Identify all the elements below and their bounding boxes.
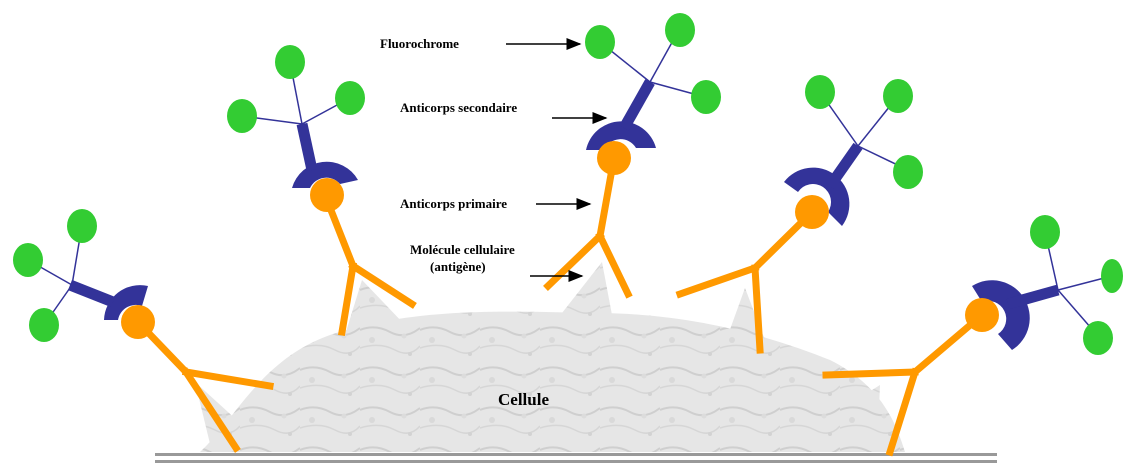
antigen xyxy=(840,385,880,432)
primary-antibody-head xyxy=(121,305,155,339)
fluorochrome xyxy=(13,209,97,342)
label-antigen-line1: Molécule cellulaire xyxy=(410,242,515,257)
primary-antibody xyxy=(543,153,633,299)
slide xyxy=(155,453,997,463)
fluorochrome xyxy=(1030,215,1123,355)
antigen xyxy=(345,280,405,335)
secondary-antibody xyxy=(784,142,863,226)
fluorochrome-arms xyxy=(1044,231,1113,337)
secondary-antibody xyxy=(972,280,1060,350)
antibody-complex xyxy=(543,13,721,299)
fluorochrome xyxy=(805,75,923,189)
cell xyxy=(195,262,905,452)
antibody-complex xyxy=(227,45,417,337)
annotations: Fluorochrome Anticorps secondaire Antico… xyxy=(380,36,608,409)
label-cell: Cellule xyxy=(498,390,549,409)
fluorochrome xyxy=(585,13,721,114)
label-fluorochrome: Fluorochrome xyxy=(380,36,459,51)
antigen xyxy=(562,262,612,315)
fluorochrome xyxy=(227,45,365,133)
antigen xyxy=(195,382,250,452)
secondary-antibody xyxy=(67,279,148,320)
cell-body xyxy=(200,311,905,452)
secondary-antibody xyxy=(292,122,358,188)
label-secondary-antibody: Anticorps secondaire xyxy=(400,100,517,115)
antibody-complex xyxy=(675,75,923,354)
primary-antibody-head xyxy=(795,195,829,229)
primary-antibody-head xyxy=(310,178,344,212)
label-primary-antibody: Anticorps primaire xyxy=(400,196,507,211)
primary-antibody-head xyxy=(965,298,999,332)
secondary-antibody xyxy=(586,79,656,150)
antibody-complex xyxy=(13,209,275,453)
antibody-complex xyxy=(822,215,1123,457)
primary-antibody-head xyxy=(597,141,631,175)
label-antigen-line2: (antigène) xyxy=(430,259,486,274)
